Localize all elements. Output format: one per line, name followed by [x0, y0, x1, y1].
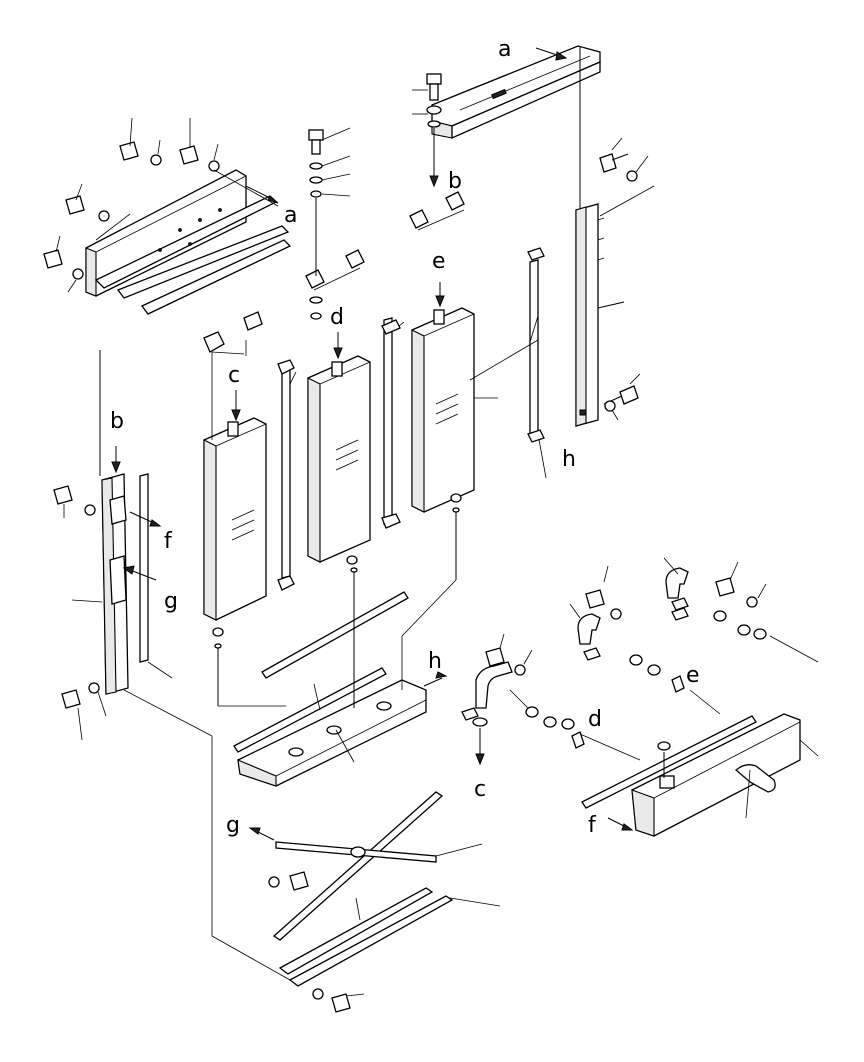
bolt-icon	[268, 871, 309, 891]
label-g-brace: g	[226, 813, 240, 838]
lower-channel	[233, 591, 448, 787]
label-d-core: d	[330, 305, 344, 330]
top-rail-bracket	[431, 45, 601, 210]
clip-icon	[203, 191, 465, 355]
clamp-icon	[629, 610, 819, 715]
seal-strip	[139, 247, 547, 663]
label-c-hose: c	[474, 777, 486, 802]
label-e-core: e	[432, 249, 446, 274]
cap-icon	[212, 493, 462, 708]
bolt-icon	[53, 485, 107, 741]
lower-tank	[581, 713, 819, 837]
cross-brace	[248, 791, 483, 941]
label-f-left: f	[164, 529, 173, 554]
bolt-icon	[485, 633, 533, 676]
label-a-left: a	[284, 203, 297, 228]
label-b-left: b	[110, 409, 124, 434]
elbow-fitting	[569, 557, 689, 661]
label-d-hose: d	[588, 707, 602, 732]
label-c-core: c	[228, 363, 240, 388]
bolt-icon	[599, 137, 655, 217]
left-side-column	[71, 350, 162, 695]
label-h-channel: h	[428, 649, 442, 674]
bolt-icon	[43, 117, 279, 293]
bolt-icon	[412, 73, 442, 188]
label-h-right: h	[562, 447, 576, 472]
bottom-rail	[278, 887, 501, 1013]
hose-elbow	[461, 661, 513, 766]
label-b-top: b	[448, 169, 462, 194]
radiator-core-center	[307, 332, 371, 563]
leader-lines	[123, 340, 403, 981]
clamp-icon	[509, 689, 641, 761]
radiator-core-right	[411, 282, 498, 513]
radiator-core-left	[203, 390, 267, 621]
label-g-left: g	[164, 589, 178, 614]
bolt-icon	[603, 373, 641, 421]
bolt-icon	[308, 127, 351, 320]
label-f-tank: f	[588, 813, 597, 838]
label-a-top: a	[498, 37, 511, 62]
bolt-icon	[585, 561, 767, 620]
right-side-column	[575, 203, 625, 427]
top-left-bracket	[85, 169, 292, 315]
label-e-right: e	[686, 663, 700, 688]
